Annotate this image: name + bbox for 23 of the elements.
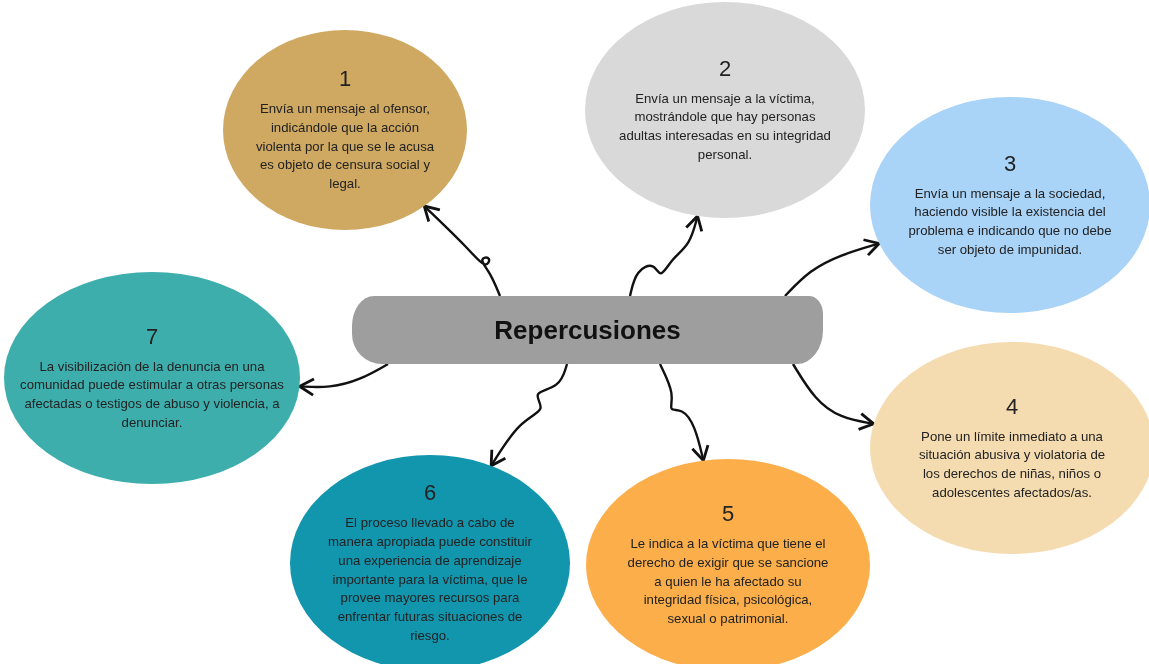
curved-arrow [658,363,710,462]
description-text: Envía un mensaje a la víctima, mostrándole que hay personas adultas interesadas en su integridad personal. [618,89,832,164]
curved-arrow [298,362,389,397]
number-label: 7 [145,323,159,350]
number-label: 1 [338,66,352,93]
curved-arrow [489,363,569,468]
description-text: El proceso llevado a cabo de manera apropiada puede constituir una experiencia de aprendizaje importante para la víctima, que le provee mayores recursos para enfrentar futuras situaciones de riesgo. [327,514,533,645]
curved-arrow [784,238,881,297]
number-label: 2 [718,55,732,82]
description-text: Envía un mensaje a la sociedad, haciendo visible la existencia del problema e indicando que no debe ser objeto de impunidad. [908,184,1112,259]
curved-arrow [628,214,704,297]
title-label: Repercusiones [494,314,681,346]
number-label: 5 [721,501,735,528]
curved-arrow [422,204,502,297]
number-label: 3 [1003,150,1017,177]
description-text: La visibilización de la denuncia en una comunidad puede estimular a otras personas afectadas o testigos de abuso y violencia, a denunciar. [20,357,284,432]
number-label: 6 [423,480,437,507]
description-text: Envía un mensaje al ofensor, indicándole que la acción violenta por la que se le acusa es objeto de censura social y legal. [255,100,435,194]
number-label: 4 [1005,393,1019,420]
rounded-banner [352,296,823,364]
description-text: Pone un límite inmediato a una situación abusiva y violatoria de los derechos de niñas, niños o adolescentes afectados/as. [917,427,1107,502]
description-text: Le indica a la víctima que tiene el derecho de exigir que se sancione a quien le ha afectado su integridad física, psicológica, sexual o patrimonial. [626,535,830,629]
curved-arrow [791,363,876,431]
